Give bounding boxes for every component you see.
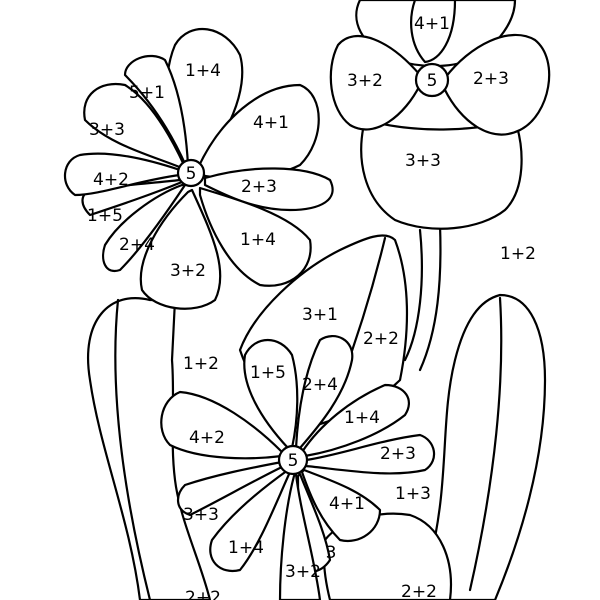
b-petal-label-4: 2+3 xyxy=(380,444,416,464)
petal-tr-right[interactable] xyxy=(443,33,551,136)
tl-center-label: 5 xyxy=(186,164,197,184)
petal-b-9[interactable] xyxy=(177,460,286,517)
b-petal-label-8: 1+4 xyxy=(228,538,264,558)
center-tr[interactable] xyxy=(414,62,450,98)
petal-tl-6[interactable] xyxy=(102,183,187,273)
petal-tl-5[interactable] xyxy=(139,188,222,310)
petal-tl-9[interactable] xyxy=(83,82,186,170)
center-b[interactable] xyxy=(277,444,309,476)
flower-bottom xyxy=(160,334,436,600)
flower-top-right xyxy=(329,0,551,230)
b-petal-label-5: 4+1 xyxy=(329,494,365,514)
b-petal-label-10: 4+2 xyxy=(189,428,225,448)
petal-tr-left[interactable] xyxy=(329,35,422,131)
b-petal-label-1: 1+5 xyxy=(250,363,286,383)
tl-petal-label-9: 3+3 xyxy=(89,120,125,140)
tl-petal-label-7: 1+5 xyxy=(87,206,123,226)
tr-petal-label-top: 4+1 xyxy=(414,14,450,34)
right-stem-line-2 xyxy=(403,228,423,362)
b-petal-label-9: 3+3 xyxy=(183,505,219,525)
b-petal-label-7: 3+2 xyxy=(285,562,321,582)
region-label-leaf-mid: 2+2 xyxy=(363,329,399,349)
tl-petal-label-10: 5+1 xyxy=(129,83,165,103)
petal-b-5[interactable] xyxy=(300,468,382,543)
tr-center-label: 5 xyxy=(427,71,438,91)
tr-petal-label-right: 2+3 xyxy=(473,69,509,89)
petal-b-10[interactable] xyxy=(160,390,284,460)
tl-petal-label-5: 3+2 xyxy=(170,261,206,281)
b-petal-label-2: 2+4 xyxy=(302,375,338,395)
petal-tl-4[interactable] xyxy=(198,186,312,287)
petal-b-2[interactable] xyxy=(294,334,354,450)
petal-tr-upper[interactable] xyxy=(410,0,457,64)
b-petal-label-3: 1+4 xyxy=(344,408,380,428)
region-label-background-right: 1+2 xyxy=(500,244,536,264)
petal-tr-bottom[interactable] xyxy=(360,118,523,230)
b-petal-label-6: 3 xyxy=(326,543,337,563)
petal-b-1[interactable] xyxy=(243,339,299,450)
tr-petal-label-left: 3+2 xyxy=(347,71,383,91)
petal-tl-10[interactable] xyxy=(123,54,190,168)
region-label-stem-gap: 1+2 xyxy=(183,354,219,374)
tl-petal-label-2: 4+1 xyxy=(253,113,289,133)
petal-tl-8[interactable] xyxy=(64,152,182,197)
petal-b-4[interactable] xyxy=(304,433,436,475)
petal-b-3[interactable] xyxy=(300,383,410,458)
region-label-leaf-bottom-left: 2+2 xyxy=(185,588,221,600)
region-label-leaf-right: 1+3 xyxy=(395,484,431,504)
tl-petal-label-4: 1+4 xyxy=(240,230,276,250)
tl-petal-label-6: 2+4 xyxy=(119,235,155,255)
region-label-leaf-bottom-right: 2+2 xyxy=(401,582,437,600)
left-stem-line xyxy=(114,298,152,600)
flower-top-left xyxy=(64,27,334,310)
petal-b-8[interactable] xyxy=(209,468,292,573)
region-label-leaf-top: 3+1 xyxy=(302,305,338,325)
tl-petal-label-1: 1+4 xyxy=(185,61,221,81)
petal-b-7[interactable] xyxy=(278,472,322,600)
right-leaf-vein xyxy=(468,296,503,592)
center-tl[interactable] xyxy=(176,158,206,188)
tl-petal-label-8: 4+2 xyxy=(93,170,129,190)
b-center-label: 5 xyxy=(288,451,299,471)
tr-petal-label-bottom: 3+3 xyxy=(405,151,441,171)
right-stem-line xyxy=(418,223,442,372)
tl-petal-label-3: 2+3 xyxy=(241,177,277,197)
